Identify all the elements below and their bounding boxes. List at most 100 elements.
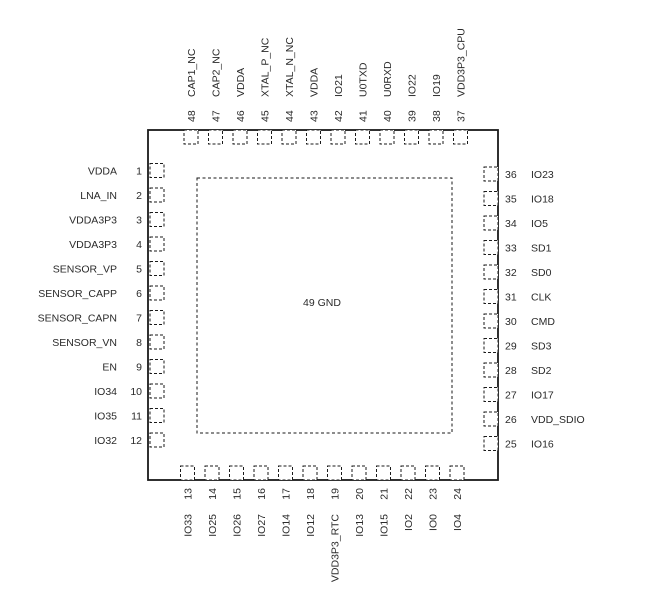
pin-number-4: 4 xyxy=(136,239,142,251)
pin-number-30: 30 xyxy=(505,316,517,328)
pin-label-4: VDDA3P3 xyxy=(69,239,117,251)
pin-label-45: XTAL_P_NC xyxy=(260,37,272,97)
pin-pad-44 xyxy=(281,129,297,145)
pin-pad-2 xyxy=(149,187,165,203)
ground-pad-label: 49 GND xyxy=(303,297,341,309)
pin-label-29: SD3 xyxy=(531,341,552,353)
pin-label-15: IO26 xyxy=(232,514,244,537)
pin-pad-28 xyxy=(483,362,499,378)
pin-pad-27 xyxy=(483,387,499,402)
pin-label-30: CMD xyxy=(531,316,555,328)
pin-pad-48 xyxy=(183,129,199,145)
pin-label-25: IO16 xyxy=(531,439,554,451)
pin-label-38: IO19 xyxy=(431,74,443,97)
pin-label-7: SENSOR_CAPN xyxy=(38,313,117,325)
pin-pad-26 xyxy=(483,411,499,427)
pin-pad-12 xyxy=(149,432,165,448)
pin-pad-38 xyxy=(428,129,444,145)
pin-pad-17 xyxy=(278,465,293,481)
pin-label-40: U0RXD xyxy=(382,61,394,97)
pin-number-15: 15 xyxy=(232,488,244,500)
pin-number-40: 40 xyxy=(382,110,394,122)
pin-pad-20 xyxy=(351,465,367,481)
pin-number-9: 9 xyxy=(136,362,142,374)
pin-label-12: IO32 xyxy=(94,435,117,447)
pin-number-43: 43 xyxy=(309,110,321,122)
pin-number-23: 23 xyxy=(428,488,440,500)
pin-label-8: SENSOR_VN xyxy=(52,337,117,349)
pin-pad-43 xyxy=(306,129,321,145)
pin-pad-14 xyxy=(204,465,220,481)
pin-number-5: 5 xyxy=(136,264,142,276)
pin-label-48: CAP1_NC xyxy=(186,48,198,97)
pin-label-34: IO5 xyxy=(531,218,548,230)
pin-label-37: VDD3P3_CPU xyxy=(456,28,468,97)
pin-pad-15 xyxy=(229,465,244,481)
pin-pad-8 xyxy=(149,334,165,350)
pin-label-3: VDDA3P3 xyxy=(69,215,117,227)
pin-label-36: IO23 xyxy=(531,169,554,181)
pin-label-1: VDDA xyxy=(88,166,117,178)
pin-label-28: SD2 xyxy=(531,365,552,377)
pin-label-47: CAP2_NC xyxy=(211,48,223,97)
pin-number-35: 35 xyxy=(505,194,517,206)
pin-number-2: 2 xyxy=(136,190,142,202)
pin-pad-46 xyxy=(232,129,248,145)
pin-pad-18 xyxy=(302,465,318,481)
pin-label-33: SD1 xyxy=(531,243,552,255)
chip-body xyxy=(147,129,499,481)
pin-label-26: VDD_SDIO xyxy=(531,414,585,426)
pin-label-31: CLK xyxy=(531,292,551,304)
pin-number-13: 13 xyxy=(183,488,195,500)
pin-number-18: 18 xyxy=(305,488,317,500)
pin-number-26: 26 xyxy=(505,414,517,426)
pin-label-44: XTAL_N_NC xyxy=(284,37,296,97)
pin-number-21: 21 xyxy=(379,488,391,500)
pin-number-8: 8 xyxy=(136,337,142,349)
pin-pad-31 xyxy=(483,289,499,304)
pin-label-16: IO27 xyxy=(256,514,268,537)
pin-label-35: IO18 xyxy=(531,194,554,206)
pin-pad-29 xyxy=(483,338,499,353)
pin-number-6: 6 xyxy=(136,288,142,300)
pin-pad-3 xyxy=(149,212,165,227)
pin-label-39: IO22 xyxy=(407,74,419,97)
pin-pad-36 xyxy=(483,166,499,182)
pin-number-25: 25 xyxy=(505,439,517,451)
pin-pad-32 xyxy=(483,264,499,280)
pin-label-6: SENSOR_CAPP xyxy=(38,288,117,300)
pin-pad-6 xyxy=(149,285,165,301)
pin-label-22: IO2 xyxy=(403,514,415,531)
pin-number-31: 31 xyxy=(505,292,517,304)
pin-pad-37 xyxy=(453,129,468,145)
pin-number-47: 47 xyxy=(211,110,223,122)
pin-label-10: IO34 xyxy=(94,386,117,398)
pin-label-17: IO14 xyxy=(281,514,293,537)
pin-number-7: 7 xyxy=(136,313,142,325)
pin-label-2: LNA_IN xyxy=(80,190,117,202)
pins-layer: 1VDDA2LNA_IN3VDDA3P34VDDA3P35SENSOR_VP6S… xyxy=(38,28,585,582)
pin-number-24: 24 xyxy=(452,488,464,500)
pin-label-18: IO12 xyxy=(305,514,317,537)
pin-pad-24 xyxy=(449,465,465,481)
pin-pad-9 xyxy=(149,359,165,374)
pin-number-28: 28 xyxy=(505,365,517,377)
pin-pad-16 xyxy=(253,465,269,481)
pin-pad-13 xyxy=(180,465,195,481)
pin-label-32: SD0 xyxy=(531,267,552,279)
pin-label-23: IO0 xyxy=(428,514,440,531)
pin-number-32: 32 xyxy=(505,267,517,279)
pin-number-11: 11 xyxy=(131,411,142,423)
pin-pad-47 xyxy=(208,129,223,145)
pin-label-46: VDDA xyxy=(235,68,247,97)
pin-number-10: 10 xyxy=(130,386,142,398)
pin-pad-34 xyxy=(483,215,499,231)
pin-pad-33 xyxy=(483,240,499,255)
pin-pad-39 xyxy=(404,129,419,145)
pin-number-3: 3 xyxy=(136,215,142,227)
pin-label-13: IO33 xyxy=(183,514,195,537)
pin-label-27: IO17 xyxy=(531,390,554,402)
pin-pad-25 xyxy=(483,436,499,451)
